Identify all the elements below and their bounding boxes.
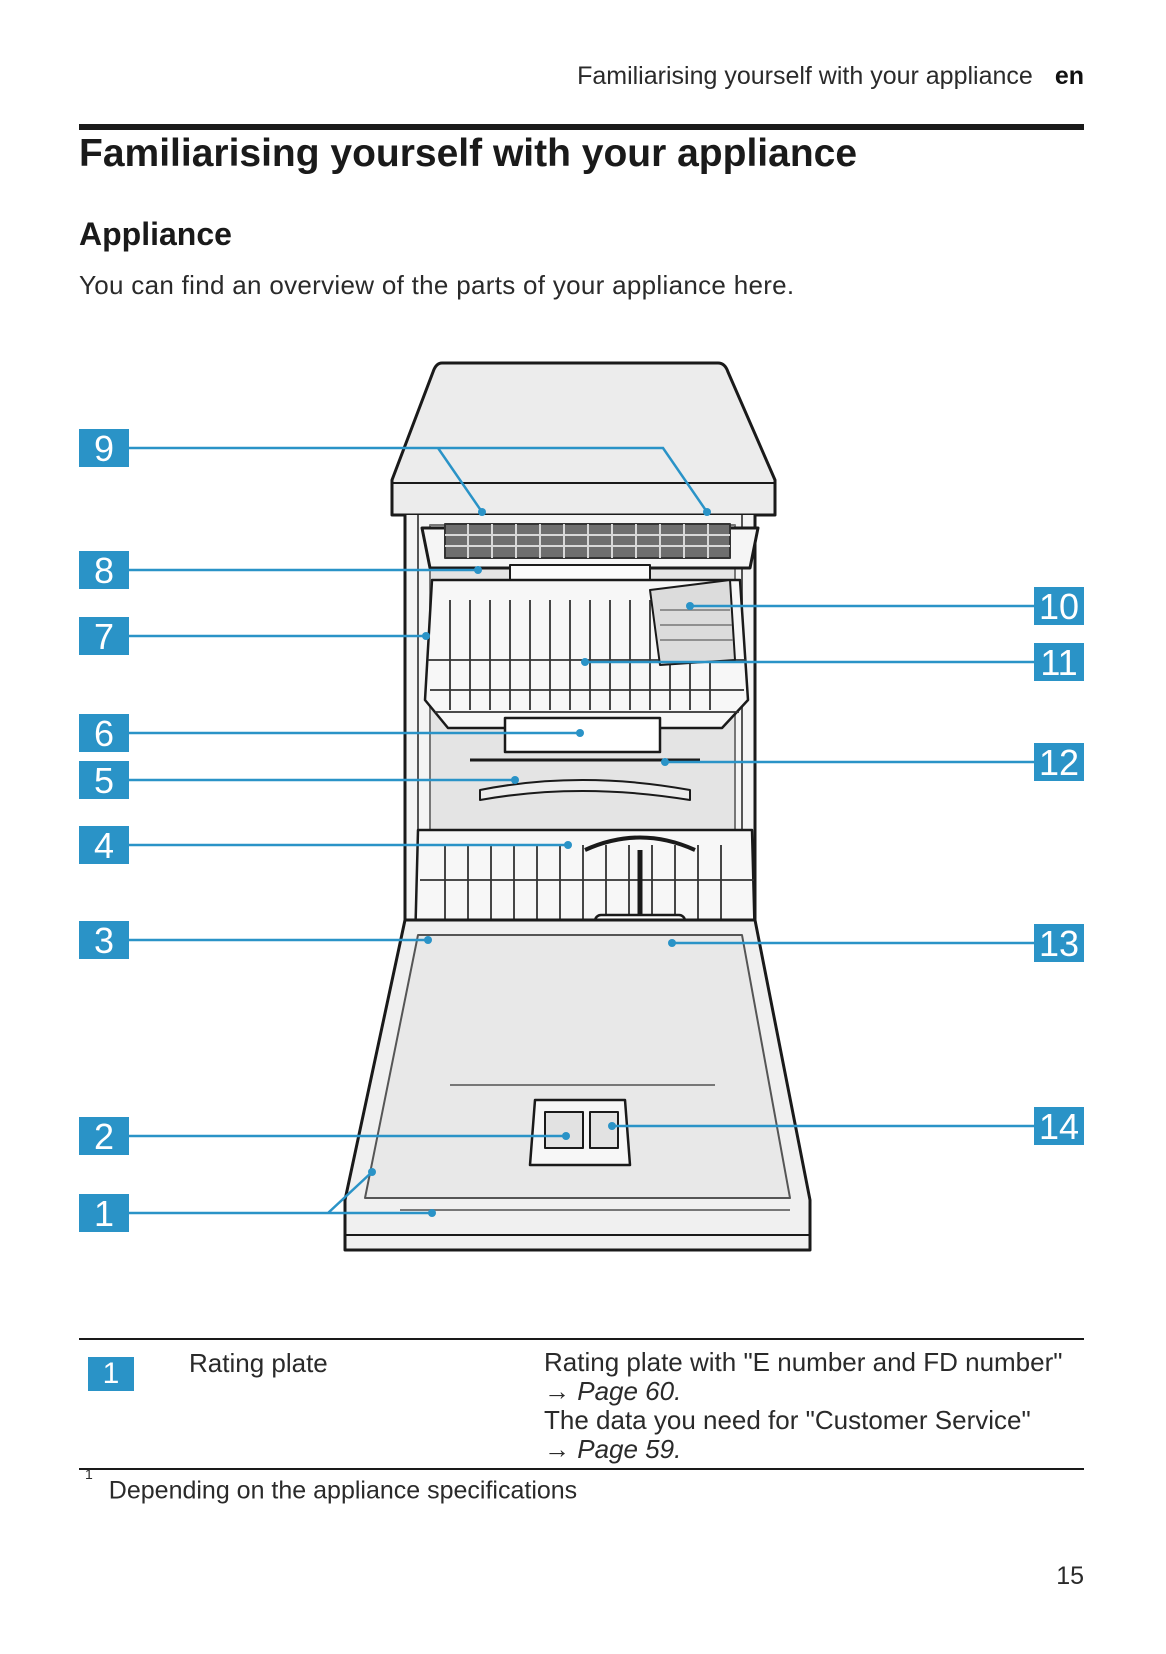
svg-text:8: 8 (94, 550, 114, 591)
callout-4: 4 (79, 825, 129, 866)
section-intro: You can find an overview of the parts of… (79, 270, 795, 300)
running-header: Familiarising yourself with your applian… (577, 62, 1084, 91)
svg-text:1: 1 (94, 1193, 114, 1234)
legend-top-rule (79, 1338, 1084, 1340)
legend-bottom-rule (79, 1468, 1084, 1470)
svg-text:2: 2 (94, 1116, 114, 1157)
arrow-right-icon: → (544, 1376, 570, 1406)
legend-description-line: Rating plate with "E number and FD numbe… (544, 1347, 1063, 1377)
svg-text:11: 11 (1040, 642, 1077, 683)
lower-spray-arm (479, 779, 691, 801)
page-number: 15 (1056, 1562, 1084, 1590)
svg-text:7: 7 (94, 616, 114, 657)
callout-2: 2 (79, 1116, 129, 1157)
running-title: Familiarising yourself with your applian… (577, 62, 1033, 90)
page-reference[interactable]: → Page 60. (544, 1377, 1063, 1406)
svg-text:6: 6 (94, 713, 114, 754)
callout-9: 9 (79, 428, 129, 469)
dishwasher-illustration (343, 361, 812, 1252)
page-reference-text: Page 59. (577, 1434, 682, 1464)
svg-text:13: 13 (1039, 923, 1079, 964)
callout-6: 6 (79, 713, 129, 754)
page-title: Familiarising yourself with your applian… (79, 132, 858, 175)
callout-14: 14 (1034, 1106, 1084, 1147)
detergent-dispenser (528, 1098, 632, 1167)
callout-5: 5 (79, 760, 129, 801)
page-reference[interactable]: → Page 59. (544, 1435, 1063, 1464)
header-rule (79, 124, 1084, 130)
language-code: en (1054, 62, 1084, 90)
upper-basket (423, 578, 750, 730)
callout-3: 3 (79, 920, 129, 961)
callout-11: 11 (1034, 642, 1084, 683)
upper-spray-arm (503, 716, 662, 754)
svg-text:10: 10 (1039, 586, 1079, 627)
svg-text:4: 4 (94, 825, 114, 866)
third-rack (420, 523, 760, 596)
open-door (343, 918, 812, 1252)
svg-text:3: 3 (94, 920, 114, 961)
legend-part-name: Rating plate (189, 1348, 328, 1378)
svg-text:12: 12 (1039, 742, 1079, 783)
callout-13: 13 (1034, 923, 1084, 964)
cabinet-body (403, 515, 757, 922)
footnote-marker: 1 (85, 1466, 93, 1482)
lower-basket (410, 828, 760, 1082)
callout-8: 8 (79, 550, 129, 591)
leader-line-1 (125, 1171, 432, 1215)
leader-lines (125, 446, 1038, 1215)
leader-dots (368, 508, 711, 1217)
leader-line-9 (125, 446, 709, 513)
svg-text:9: 9 (94, 428, 114, 469)
svg-text:5: 5 (94, 760, 114, 801)
footnote: 1Depending on the appliance specificatio… (85, 1466, 578, 1505)
legend-number-badge: 1 (88, 1357, 134, 1391)
section-heading: Appliance (79, 216, 232, 252)
legend-description: Rating plate with "E number and FD numbe… (544, 1348, 1063, 1464)
callout-7: 7 (79, 616, 129, 657)
svg-text:14: 14 (1039, 1106, 1079, 1147)
callout-12: 12 (1034, 742, 1084, 783)
worktop (390, 361, 777, 517)
callout-10: 10 (1034, 586, 1084, 627)
legend-description-line: The data you need for "Customer Service" (544, 1405, 1031, 1435)
legend-row: 1 Rating plate Rating plate with "E numb… (79, 1348, 1084, 1466)
callout-1: 1 (79, 1193, 129, 1234)
arrow-right-icon: → (544, 1434, 570, 1464)
page-reference-text: Page 60. (577, 1376, 682, 1406)
footnote-text: Depending on the appliance specification… (108, 1476, 578, 1505)
